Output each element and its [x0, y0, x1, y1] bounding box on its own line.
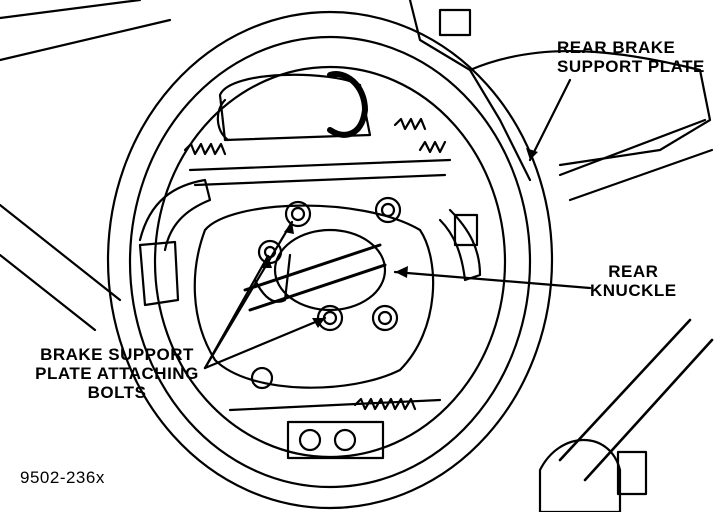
- upper-frame-line-2: [0, 18, 172, 62]
- upper-spring-right: [393, 117, 427, 131]
- figure-number: 9502-236x: [20, 468, 105, 487]
- tie-rod: [558, 318, 714, 482]
- axle-shaft: [243, 243, 387, 312]
- lower-spring: [353, 397, 417, 411]
- lower-rod: [228, 398, 442, 412]
- upper-spring-left: [183, 142, 227, 156]
- knuckle-bolt: [616, 450, 648, 496]
- tie-rod-end: [538, 438, 622, 514]
- label-line: PLATE ATTACHING: [35, 364, 199, 383]
- right-tube: [558, 118, 714, 202]
- label-brake-support-plate-attaching-bolts: BRAKE SUPPORT PLATE ATTACHING BOLTS: [32, 345, 202, 402]
- wheel-cylinder: [218, 73, 372, 142]
- leader-bolts-3: [203, 316, 327, 370]
- leader-rear-brake-support-plate: [528, 78, 572, 162]
- attaching-bolts: [250, 196, 402, 390]
- right-strut: [468, 49, 712, 167]
- support-plate-outer-ring: [106, 10, 554, 510]
- label-line: KNUCKLE: [590, 281, 677, 300]
- right-clip: [453, 213, 479, 247]
- upper-frame-line: [0, 0, 142, 20]
- left-shoe: [138, 178, 212, 252]
- leader-bolts-2: [203, 220, 294, 370]
- label-rear-knuckle: REAR KNUCKLE: [590, 262, 677, 300]
- label-line: BOLTS: [87, 383, 147, 402]
- label-rear-brake-support-plate: REAR BRAKE SUPPORT PLATE: [557, 38, 705, 76]
- label-line: SUPPORT PLATE: [557, 57, 705, 76]
- arrowheads: [262, 148, 538, 328]
- label-line: REAR: [608, 262, 659, 281]
- left-clip: [138, 240, 180, 307]
- label-line: REAR BRAKE: [557, 38, 676, 57]
- upper-rod: [188, 158, 452, 187]
- lower-anchor: [286, 420, 385, 460]
- left-arm-line-2: [0, 253, 97, 332]
- leader-rear-knuckle: [393, 270, 592, 290]
- support-plate-inner-ring: [128, 35, 532, 489]
- hub-center: [273, 228, 387, 312]
- hub-flange: [193, 204, 435, 389]
- bracket-bolt-top: [438, 8, 472, 37]
- label-line: BRAKE SUPPORT: [40, 345, 194, 364]
- left-arm-line: [0, 203, 122, 302]
